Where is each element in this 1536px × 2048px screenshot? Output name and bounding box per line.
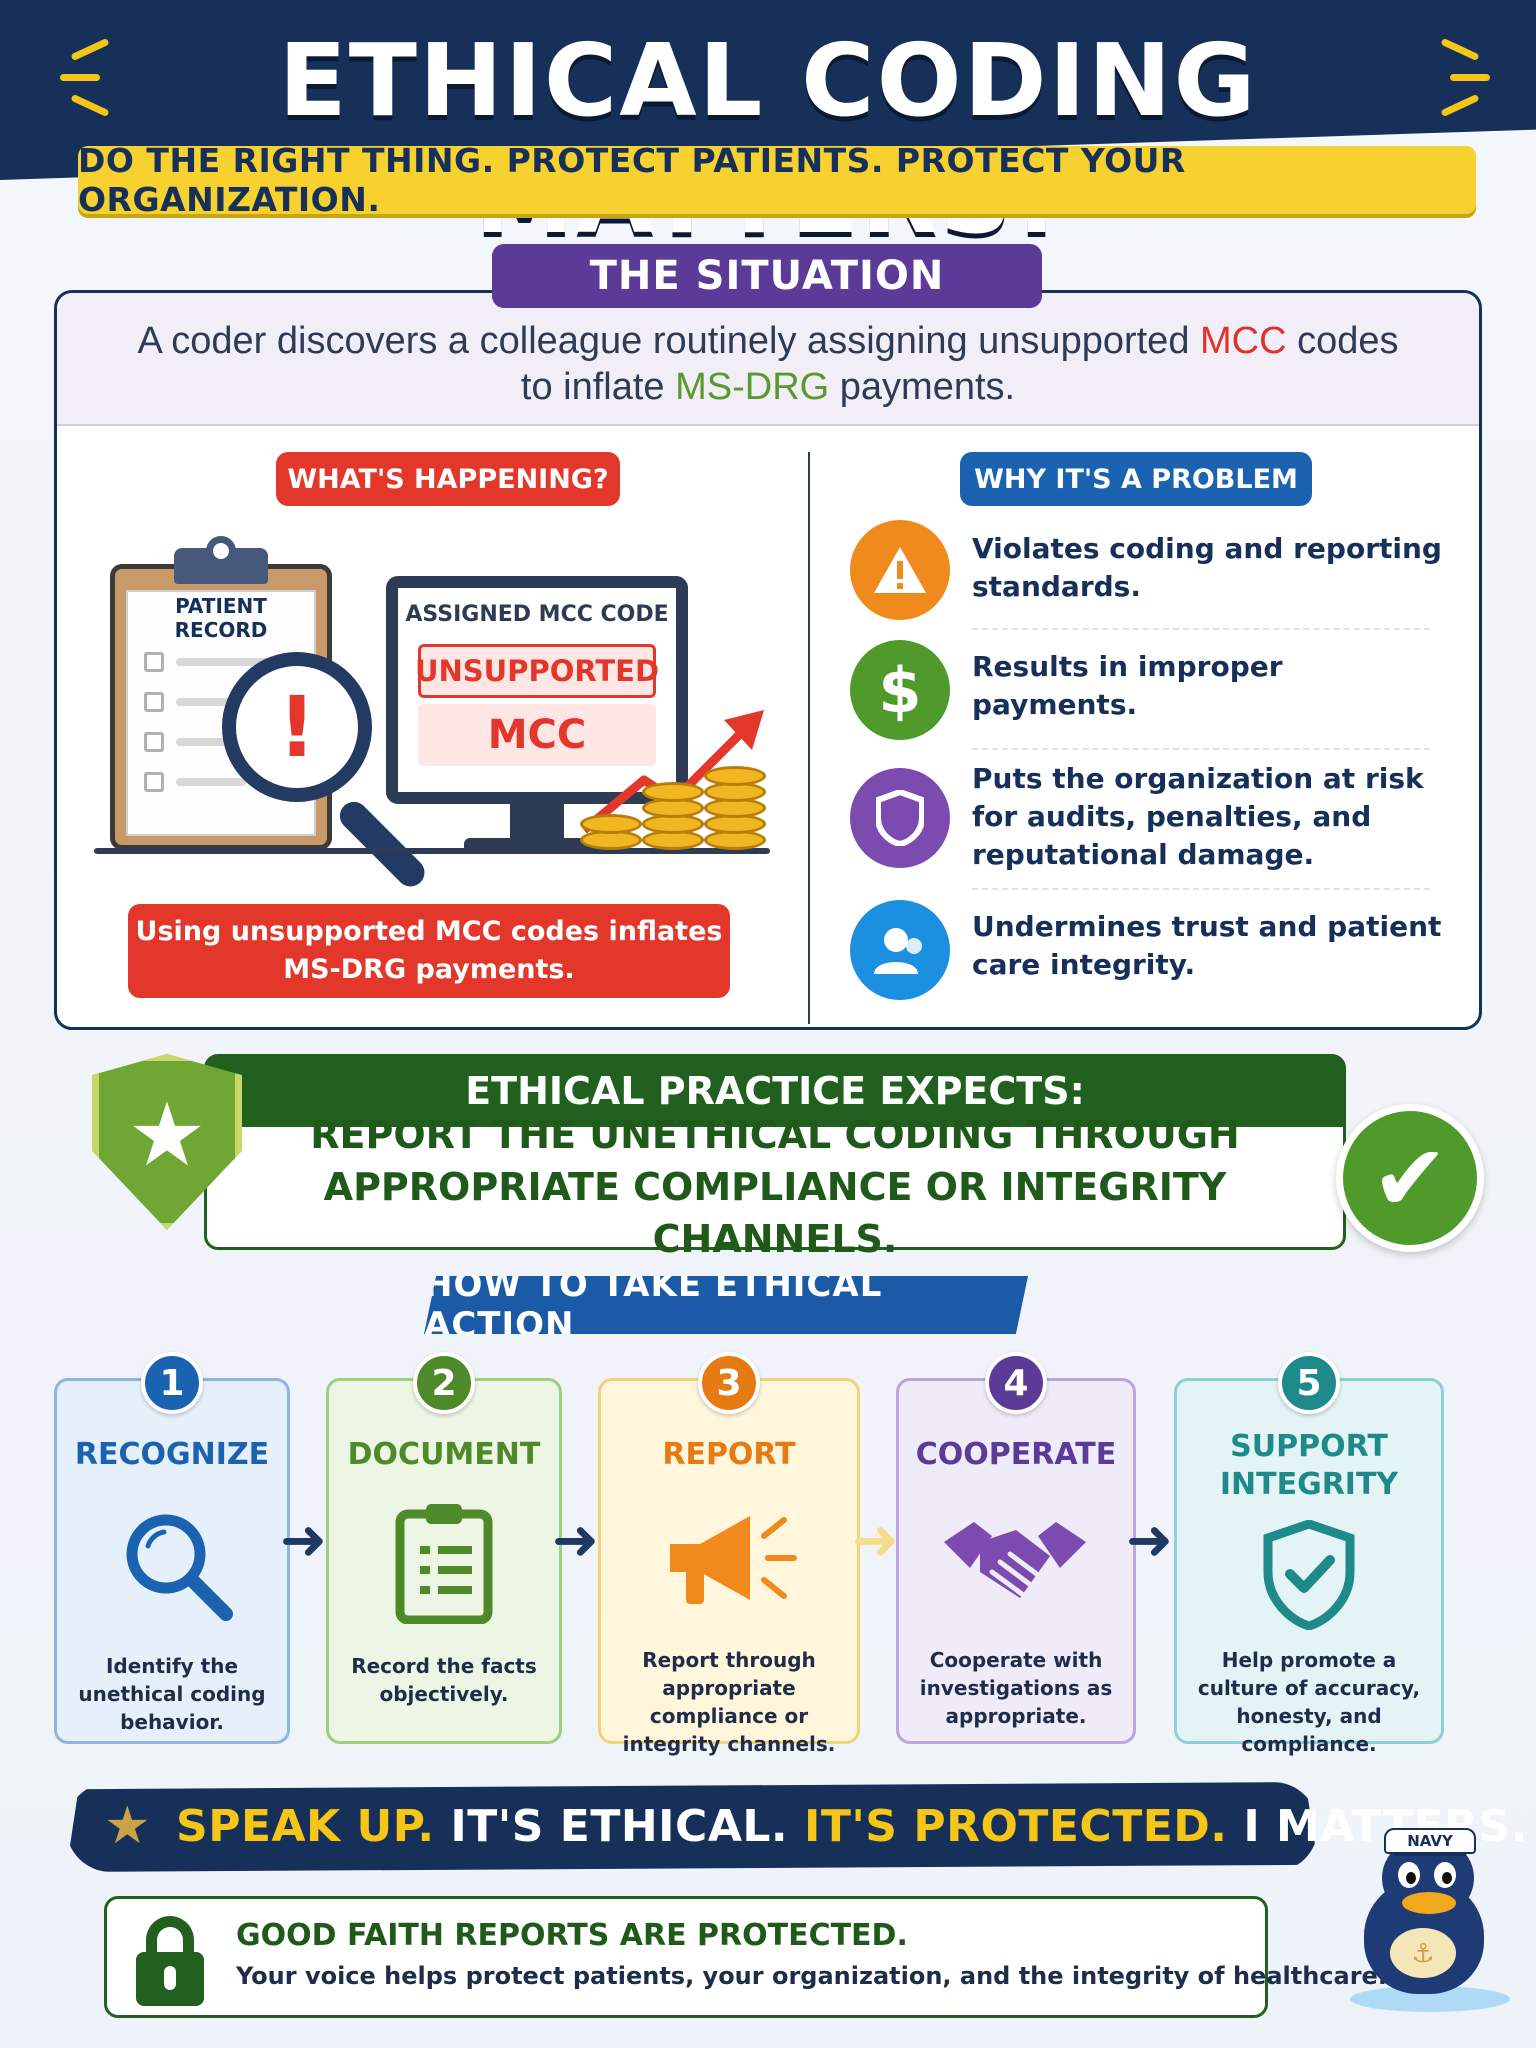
situation-text-before: A coder discovers a colleague routinely … — [137, 320, 1201, 362]
unsupported-tag: UNSUPPORTED — [415, 644, 659, 698]
magnifier-icon: ! — [222, 652, 372, 802]
lock-shackle — [146, 1916, 194, 1966]
speak-up-part: IT'S ETHICAL. — [434, 1801, 804, 1852]
checkmark-icon: ✔ — [1336, 1104, 1484, 1252]
step-description: Help promote a culture of accuracy, hone… — [1197, 1648, 1421, 1756]
step-title: SUPPORT INTEGRITY — [1219, 1429, 1399, 1502]
step-title: DOCUMENT — [347, 1437, 541, 1472]
anchor-icon: ⚓ — [1390, 1928, 1456, 1978]
ethical-practice-header: ETHICAL PRACTICE EXPECTS: — [204, 1054, 1346, 1128]
exclamation-icon: ! — [277, 678, 317, 776]
desk-line — [94, 848, 770, 854]
step-card-document — [326, 1378, 562, 1744]
record-line — [176, 738, 246, 746]
handshake-icon — [944, 1522, 1086, 1598]
arrow-right-icon: ➜ — [280, 1508, 327, 1571]
warning-icon — [850, 520, 950, 620]
speak-up-part: IT'S PROTECTED. — [803, 1801, 1228, 1852]
coin-icon — [642, 782, 704, 802]
problem-text: Violates coding and reporting standards. — [972, 532, 1442, 603]
speak-up-part: SPEAK UP. — [176, 1801, 435, 1852]
step-card-recognize — [54, 1378, 290, 1744]
problem-separator — [972, 888, 1430, 890]
how-to-label: HOW TO TAKE ETHICAL ACTION — [424, 1276, 1028, 1334]
checkbox-icon — [144, 652, 164, 672]
arrow-right-icon: ➜ — [552, 1508, 599, 1571]
good-faith-text: Your voice helps protect patients, your … — [236, 1962, 1387, 1990]
mcc-highlight: MCC — [1200, 320, 1287, 362]
duck-pupil — [1442, 1872, 1452, 1884]
record-line — [176, 778, 246, 786]
checkbox-icon — [144, 692, 164, 712]
duck-beak — [1402, 1892, 1456, 1914]
step-description: Record the facts objectively. — [351, 1654, 537, 1706]
checkbox-icon — [144, 772, 164, 792]
star-icon: ★ — [104, 1797, 151, 1855]
clipboard-icon — [395, 1504, 493, 1624]
patient-record-label: PATIENT RECORD — [174, 594, 268, 642]
magnifier-icon — [126, 1514, 233, 1621]
good-faith-panel — [104, 1896, 1268, 2018]
situation-text-after: payments. — [829, 366, 1016, 408]
situation-label: THE SITUATION — [492, 244, 1042, 308]
coin-icon — [580, 814, 642, 834]
arrow-right-icon: ➜ — [1126, 1508, 1173, 1571]
situation-summary-band — [57, 293, 1479, 426]
problem-text: Results in improper payments. — [972, 650, 1283, 721]
whats-happening-caption: Using unsupported MCC codes inflates MS-… — [128, 904, 730, 998]
step-number: 4 — [985, 1352, 1047, 1414]
problem-text: Undermines trust and patient care integr… — [972, 910, 1442, 981]
msdrg-highlight: MS-DRG — [675, 366, 830, 408]
lock-keyhole — [164, 1966, 176, 1990]
burst-accent-left — [60, 74, 100, 81]
coin-icon — [704, 766, 766, 786]
speak-up-banner — [66, 1782, 1318, 1872]
step-number: 1 — [141, 1352, 203, 1414]
assigned-mcc-label: ASSIGNED MCC CODE — [405, 602, 669, 627]
shield-check-icon — [1263, 1520, 1355, 1630]
step-number: 2 — [413, 1352, 475, 1414]
duck-pupil — [1406, 1872, 1416, 1884]
situation-description: A coder discovers a colleague routinely … — [120, 318, 1416, 410]
step-description: Identify the unethical coding behavior. — [78, 1654, 266, 1734]
step-description: Cooperate with investigations as appropr… — [919, 1648, 1113, 1728]
step-description: Report through appropriate compliance or… — [622, 1648, 836, 1756]
problem-separator — [972, 628, 1430, 630]
situation-text-middle: codes to inflate — [520, 320, 1399, 408]
ethical-practice-body: REPORT THE UNETHICAL CODING THROUGH APPR… — [204, 1113, 1346, 1261]
megaphone-icon — [670, 1516, 797, 1604]
problem-text: Puts the organization at risk for audits… — [972, 762, 1424, 871]
mcc-tag: MCC — [418, 704, 656, 766]
sailor-hat: NAVY — [1384, 1828, 1476, 1854]
problem-separator — [972, 748, 1430, 750]
arrow-right-icon: ➜ — [852, 1508, 899, 1571]
step-title: COOPERATE — [915, 1437, 1117, 1472]
step-number: 3 — [698, 1352, 760, 1414]
star-icon: ★ — [127, 1085, 207, 1184]
good-faith-title: GOOD FAITH REPORTS ARE PROTECTED. — [236, 1918, 908, 1953]
whats-happening-label: WHAT'S HAPPENING? — [276, 452, 620, 506]
record-line — [176, 658, 296, 666]
user-icon — [850, 900, 950, 1000]
step-title: RECOGNIZE — [74, 1437, 270, 1472]
step-title: REPORT — [662, 1437, 796, 1472]
speak-up-text: SPEAK UP. IT'S ETHICAL. IT'S PROTECTED. … — [176, 1798, 1527, 1856]
monitor-neck — [510, 804, 564, 844]
why-problem-label: WHY IT'S A PROBLEM — [960, 452, 1312, 506]
checkbox-icon — [144, 732, 164, 752]
burst-accent-right — [1450, 74, 1490, 81]
dollar-icon: $ — [850, 640, 950, 740]
speak-up-part: I MATTERS. — [1227, 1801, 1528, 1852]
subtitle-banner: DO THE RIGHT THING. PROTECT PATIENTS. PR… — [78, 141, 1476, 219]
column-divider — [808, 452, 810, 1024]
step-number: 5 — [1278, 1352, 1340, 1414]
clipboard-ring — [206, 536, 236, 566]
page-title: ETHICAL CODING MATTERS! — [278, 22, 1258, 256]
shield-icon — [850, 768, 950, 868]
